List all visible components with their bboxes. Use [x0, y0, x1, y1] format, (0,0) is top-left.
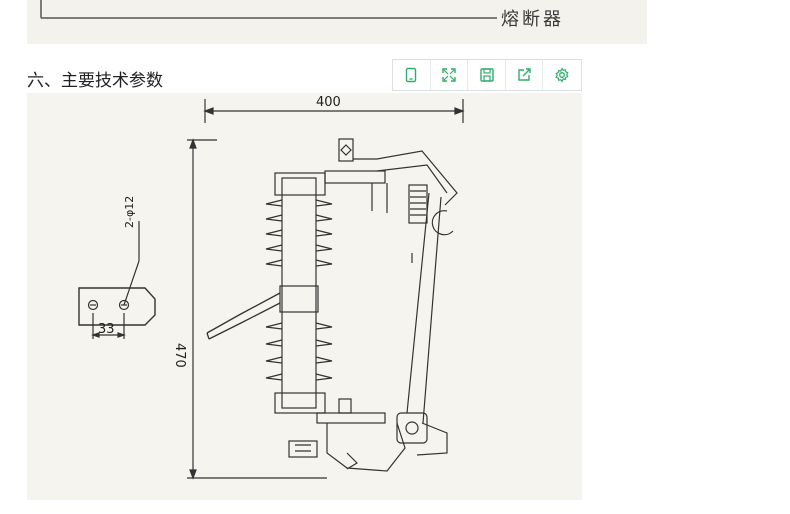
save-icon [479, 68, 494, 82]
mobile-view-button[interactable] [393, 60, 431, 90]
gear-icon [555, 67, 569, 83]
section-title: 六、主要技术参数 [27, 71, 163, 91]
dimension-height: 470 [172, 343, 187, 368]
dimension-width: 400 [316, 95, 341, 110]
image-toolbar [392, 59, 582, 91]
fullscreen-icon [442, 68, 456, 82]
lower-contact [288, 398, 448, 472]
mounting-arm [206, 292, 281, 340]
settings-button[interactable] [543, 60, 581, 90]
dimension-holes: 2-φ12 [123, 195, 136, 228]
fuse-drawing-svg [78, 99, 465, 480]
top-figure-lines [40, 0, 497, 19]
upper-contact [324, 138, 458, 424]
mobile-icon [406, 67, 417, 83]
dimension-hole-spacing: 33 [98, 322, 115, 337]
share-icon [518, 68, 531, 81]
technical-drawing: 400 470 33 2-φ12 [27, 93, 582, 500]
insulator-sheds [265, 199, 333, 381]
top-figure: 熔断器 [27, 0, 647, 44]
fuse-label: 熔断器 [501, 9, 564, 30]
fullscreen-button[interactable] [431, 60, 469, 90]
save-button[interactable] [468, 60, 506, 90]
share-button[interactable] [506, 60, 544, 90]
